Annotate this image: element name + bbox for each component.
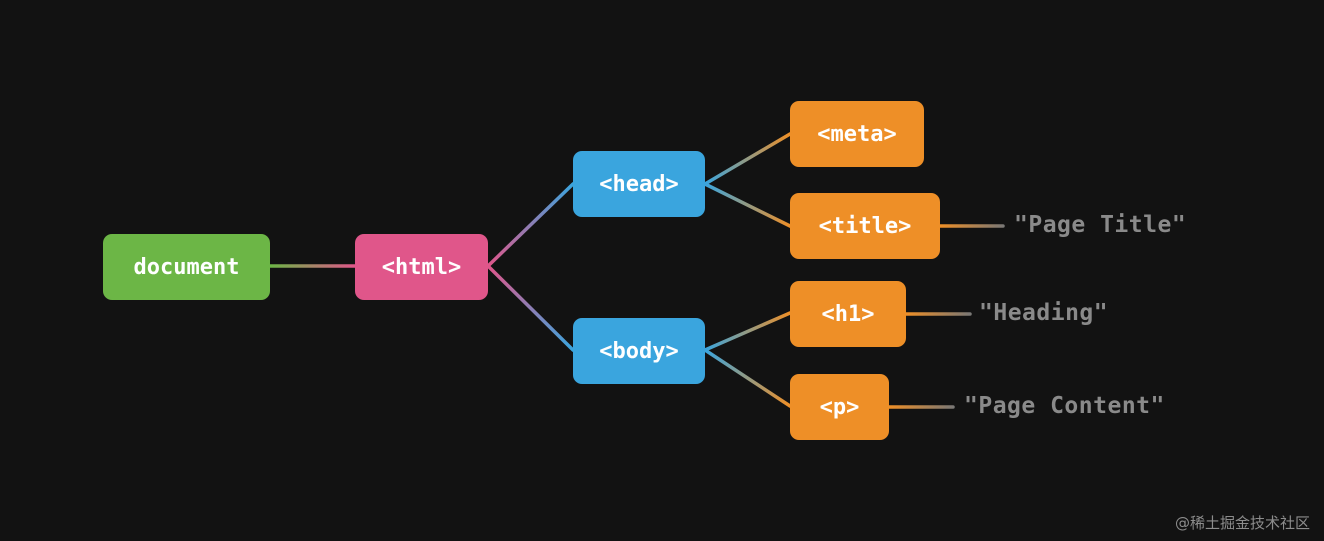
- text-node-heading: "Heading": [979, 300, 1109, 326]
- node-body: <body>: [573, 318, 705, 384]
- link-head-meta: [703, 132, 792, 186]
- link-html-body: [486, 264, 575, 352]
- text-node-page-content: "Page Content": [964, 393, 1165, 419]
- link-body-h1: [703, 311, 792, 352]
- node-p: <p>: [790, 374, 889, 440]
- node-title: <title>: [790, 193, 940, 259]
- link-body-p: [703, 348, 792, 408]
- link-head-title: [703, 182, 792, 228]
- link-html-head: [486, 182, 575, 268]
- node-document: document: [103, 234, 270, 300]
- node-meta: <meta>: [790, 101, 924, 167]
- watermark: @稀土掘金技术社区: [1174, 514, 1310, 532]
- text-node-page-title: "Page Title": [1014, 212, 1187, 238]
- node-html: <html>: [355, 234, 488, 300]
- node-h1: <h1>: [790, 281, 906, 347]
- node-head: <head>: [573, 151, 705, 217]
